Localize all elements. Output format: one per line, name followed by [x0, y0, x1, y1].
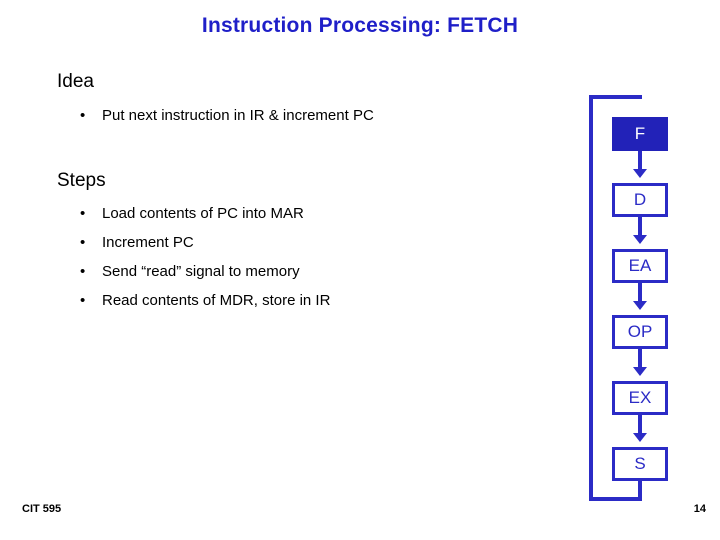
arrow-ea-op-icon: [633, 301, 647, 310]
section-heading-steps: Steps: [57, 170, 106, 191]
list-item-text: Send “read” signal to memory: [102, 263, 300, 280]
stage-box-store[interactable]: S: [612, 447, 668, 481]
arrow-d-ea-icon: [633, 235, 647, 244]
page-title: Instruction Processing: FETCH: [201, 14, 519, 37]
connector-ex-s: [638, 415, 642, 437]
instruction-cycle-diagram: F D EA OP EX S: [585, 95, 705, 515]
bullet-marker-icon: •: [80, 205, 86, 222]
list-item-text: Put next instruction in IR & increment P…: [102, 107, 374, 124]
arrow-f-d-icon: [633, 169, 647, 178]
stage-box-fetch-operands[interactable]: OP: [612, 315, 668, 349]
loop-left-segment: [589, 95, 593, 501]
bullet-marker-icon: •: [80, 107, 86, 124]
list-item-text: Increment PC: [102, 234, 194, 251]
arrow-ex-s-icon: [633, 433, 647, 442]
bullet-marker-icon: •: [80, 234, 86, 251]
stage-box-evaluate-address[interactable]: EA: [612, 249, 668, 283]
connector-d-ea: [638, 217, 642, 239]
list-item: • Read contents of MDR, store in IR: [80, 292, 330, 309]
list-item-text: Read contents of MDR, store in IR: [102, 292, 331, 309]
list-item-text: Load contents of PC into MAR: [102, 205, 304, 222]
section-heading-idea: Idea: [57, 71, 94, 92]
bullet-marker-icon: •: [80, 292, 86, 309]
arrow-op-ex-icon: [633, 367, 647, 376]
list-item: • Increment PC: [80, 234, 194, 251]
stage-label: EA: [628, 256, 652, 275]
connector-op-ex: [638, 349, 642, 371]
stage-box-decode[interactable]: D: [612, 183, 668, 217]
list-item: • Load contents of PC into MAR: [80, 205, 304, 222]
loop-bottom-segment: [589, 497, 642, 501]
connector-f-d: [638, 151, 642, 173]
stage-label: S: [634, 454, 646, 473]
stage-label: OP: [627, 322, 653, 341]
connector-s-loop: [638, 481, 642, 499]
bullet-marker-icon: •: [80, 263, 86, 280]
loop-top-segment: [589, 95, 642, 99]
stage-label: F: [634, 124, 646, 143]
list-item: • Put next instruction in IR & increment …: [80, 107, 374, 124]
stage-label: D: [633, 190, 647, 209]
list-item: • Send “read” signal to memory: [80, 263, 300, 280]
connector-ea-op: [638, 283, 642, 305]
stage-box-fetch[interactable]: F: [612, 117, 668, 151]
stage-box-execute[interactable]: EX: [612, 381, 668, 415]
stage-label: EX: [628, 388, 652, 407]
footer-course-code: CIT 595: [22, 503, 62, 515]
footer-page-number: 14: [693, 503, 706, 515]
